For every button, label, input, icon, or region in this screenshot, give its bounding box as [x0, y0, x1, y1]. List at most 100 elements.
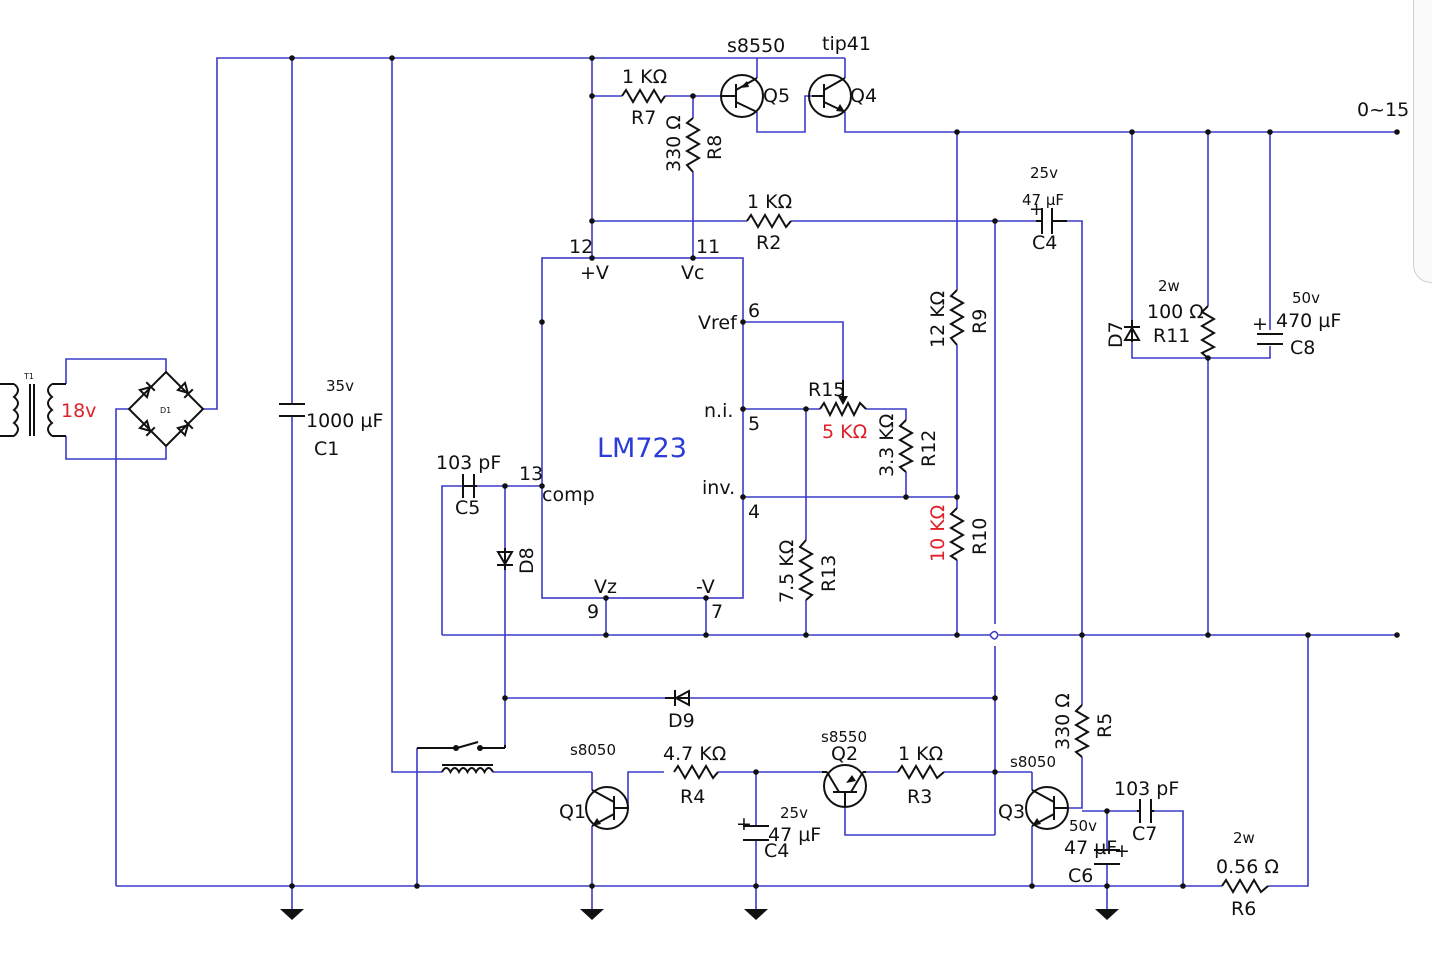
wires [65, 57, 1397, 909]
diode-d7: D7 [1105, 320, 1141, 348]
pin-vplus-name: +V [580, 262, 609, 284]
ic-lm723: LM723 12 11 +V Vc Vref 6 n.i. 5 inv. 4 1… [519, 236, 760, 623]
resistor-r3: 1 KΩ R3 [897, 743, 945, 808]
pin-comp-name: comp [542, 484, 595, 506]
junction-dots [289, 55, 1400, 889]
capacitor-c8: + 50v 470 µF C8 [1252, 289, 1341, 359]
q4-part: tip41 [822, 33, 871, 55]
r13-value: 7.5 KΩ [776, 540, 798, 603]
pin-5-number: 5 [748, 413, 760, 435]
c5-ref: C5 [455, 497, 480, 519]
c4-bottom-value: 47 µF [768, 824, 821, 846]
q3-ref: Q3 [998, 801, 1025, 823]
svg-text:+: + [736, 813, 752, 835]
r6-power: 2w [1233, 829, 1255, 847]
diode-d8: D8 [496, 547, 538, 574]
c1-voltage: 35v [326, 377, 354, 395]
transistor-q2: s8550 Q2 [821, 728, 867, 808]
c4-bottom-ref: C4 [764, 840, 789, 862]
d8-ref: D8 [516, 547, 538, 574]
diode-d9: D9 [665, 689, 695, 732]
d7-ref: D7 [1105, 321, 1127, 348]
ic-name: LM723 [597, 433, 687, 464]
q3-part: s8050 [1010, 753, 1056, 771]
r5-ref: R5 [1094, 713, 1116, 738]
c4-top-ref: C4 [1032, 232, 1057, 254]
r8-ref: R8 [704, 135, 726, 160]
resistor-r5: 330 Ω R5 [1052, 693, 1116, 758]
svg-text:+: + [1114, 840, 1130, 862]
c6-voltage: 50v [1069, 817, 1097, 835]
r2-ref: R2 [756, 232, 781, 254]
resistor-r6: 2w 0.56 Ω R6 [1216, 829, 1279, 920]
r3-value: 1 KΩ [898, 743, 943, 765]
resistor-r2: 1 KΩ R2 [746, 191, 792, 254]
r15-value: 5 KΩ [822, 421, 867, 443]
resistor-r7: 1 KΩ R7 [621, 66, 667, 129]
r15-ref: R15 [808, 379, 845, 401]
q1-part: s8050 [570, 741, 616, 759]
transformer-t1: T1 18v [0, 372, 96, 437]
capacitor-c4-bottom: + 25v 47 µF C4 [736, 804, 821, 862]
pin-vminus-name: -V [696, 576, 715, 598]
resistor-r11: 2w 100 Ω R11 [1147, 277, 1217, 359]
pin-6-number: 6 [748, 300, 760, 322]
r11-value: 100 Ω [1147, 301, 1204, 323]
transistor-q4: tip41 Q4 [808, 33, 877, 118]
c4-bottom-voltage: 25v [780, 804, 808, 822]
r9-value: 12 KΩ [927, 291, 949, 348]
bridge-rectifier-d1: D1 [127, 370, 205, 448]
scrollbar-edge[interactable] [1413, 0, 1432, 283]
ground-symbols [280, 909, 1119, 920]
pin-12-number: 12 [569, 236, 593, 258]
q2-part: s8550 [821, 728, 867, 746]
pin-vc-name: Vc [681, 262, 704, 284]
r3-ref: R3 [907, 786, 932, 808]
q4-ref: Q4 [850, 85, 877, 107]
c7-ref: C7 [1132, 823, 1157, 845]
transistor-q1: s8050 Q1 [559, 741, 629, 830]
r7-value: 1 KΩ [622, 66, 667, 88]
pin-7-number: 7 [711, 601, 723, 623]
pin-9-number: 9 [587, 601, 599, 623]
ground-icon [744, 909, 768, 920]
resistor-r8: 330 Ω R8 [663, 115, 726, 173]
r7-ref: R7 [631, 107, 656, 129]
t1-secondary-voltage: 18v [61, 400, 96, 422]
resistor-r13: 7.5 KΩ R13 [776, 539, 840, 603]
capacitor-c6: + 50v 47 µF C6 [1064, 817, 1130, 887]
c5-value: 103 pF [436, 452, 501, 474]
r2-value: 1 KΩ [747, 191, 792, 213]
c4-top-value: 47 µF [1022, 191, 1064, 209]
t1-label: T1 [23, 372, 34, 381]
c4-top-voltage: 25v [1030, 164, 1058, 182]
pin-4-number: 4 [748, 501, 760, 523]
r12-value: 3.3 KΩ [876, 414, 898, 477]
potentiometer-r15: R15 5 KΩ [808, 379, 867, 443]
r10-value: 10 KΩ [927, 505, 949, 562]
q1-ref: Q1 [559, 801, 586, 823]
resistor-r4: 4.7 KΩ R4 [663, 743, 726, 808]
svg-text:+: + [1029, 199, 1044, 220]
transistor-q3: s8050 Q3 [998, 753, 1069, 830]
r9-ref: R9 [969, 309, 991, 334]
resistor-r9: 12 KΩ R9 [927, 289, 991, 348]
pin-ni-name: n.i. [704, 400, 733, 422]
r8-value: 330 Ω [663, 115, 685, 172]
resistor-r10: 10 KΩ R10 [927, 505, 991, 562]
capacitor-c7: 103 pF C7 [1114, 778, 1179, 845]
q5-ref: Q5 [763, 85, 790, 107]
d9-ref: D9 [668, 710, 695, 732]
ground-icon [580, 909, 604, 920]
capacitor-c4-top: + 25v 47 µF C4 [1022, 164, 1067, 254]
c6-ref: C6 [1068, 865, 1093, 887]
capacitor-c5: 103 pF C5 [436, 452, 501, 519]
d1-label: D1 [160, 406, 171, 415]
c7-value: 103 pF [1114, 778, 1179, 800]
relay [417, 741, 506, 775]
r5-value: 330 Ω [1052, 693, 1074, 750]
r11-ref: R11 [1153, 325, 1190, 347]
r12-ref: R12 [918, 430, 940, 467]
pin-13-number: 13 [519, 463, 543, 485]
